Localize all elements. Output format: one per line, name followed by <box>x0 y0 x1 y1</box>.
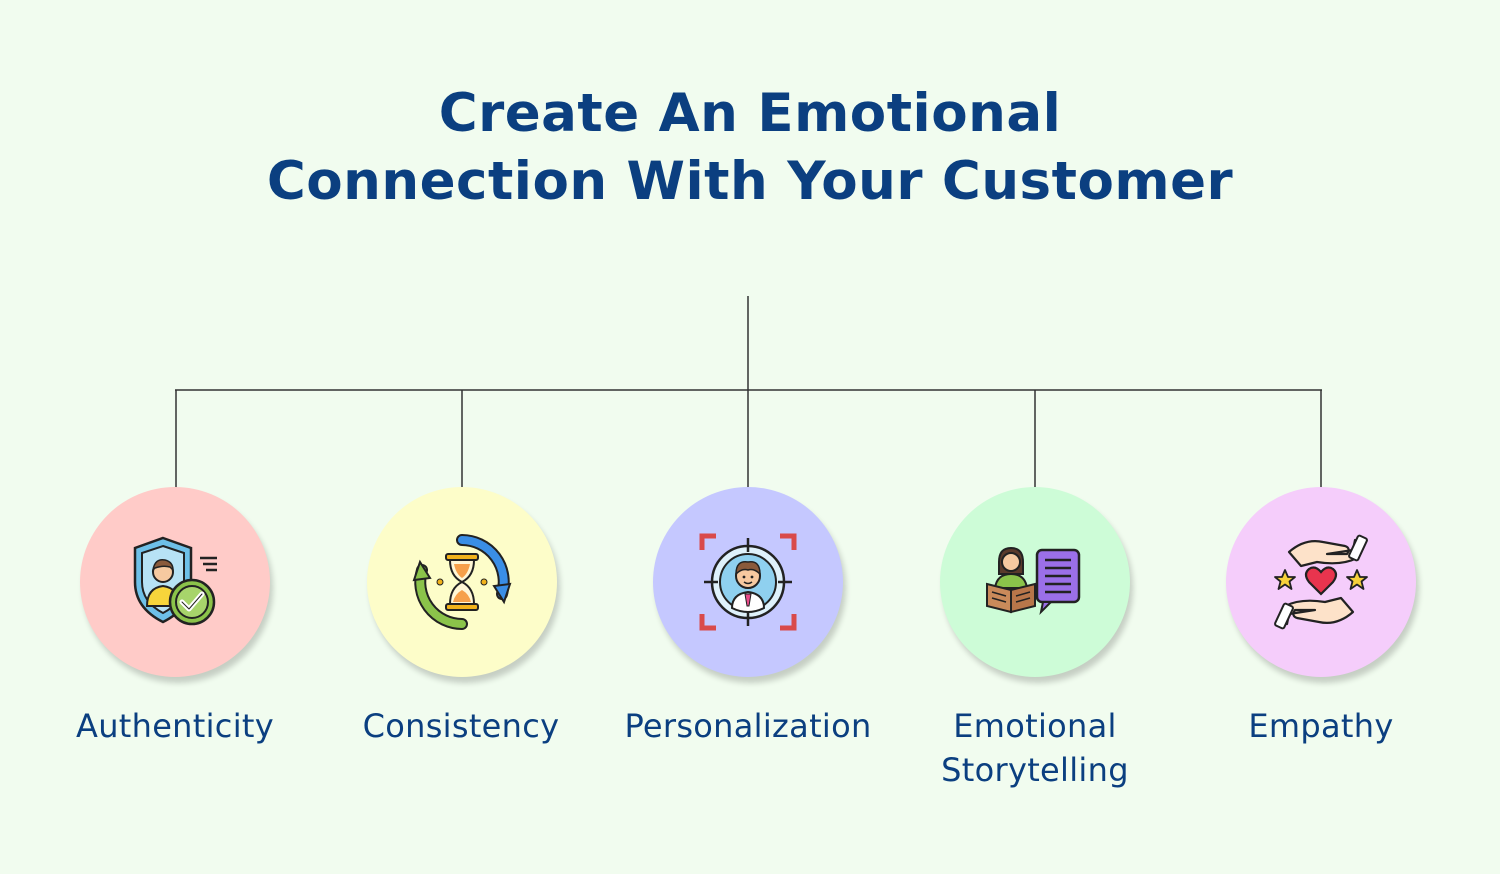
node-authenticity <box>80 487 270 677</box>
node-empathy <box>1226 487 1416 677</box>
caring-hands-icon <box>1274 534 1368 630</box>
label-authenticity: Authenticity <box>76 707 274 745</box>
diagram-title: Create An Emotional Connection With Your… <box>0 80 1500 216</box>
title-line-2: Connection With Your Customer <box>266 151 1234 212</box>
node-personalization <box>653 487 843 677</box>
storyteller-icon <box>986 546 1081 616</box>
label-consistency: Consistency <box>362 707 560 745</box>
node-emotional-storytelling <box>940 487 1130 677</box>
label-personalization: Personalization <box>624 707 872 745</box>
node-consistency <box>367 487 557 677</box>
label-emotional-storytelling: Emotional Storytelling <box>941 707 1129 789</box>
target-person-icon <box>699 533 797 631</box>
verified-user-icon <box>133 536 217 626</box>
title-line-1: Create An Emotional <box>438 83 1062 144</box>
label-empathy: Empathy <box>1248 707 1394 745</box>
hourglass-cycle-icon <box>412 534 512 630</box>
